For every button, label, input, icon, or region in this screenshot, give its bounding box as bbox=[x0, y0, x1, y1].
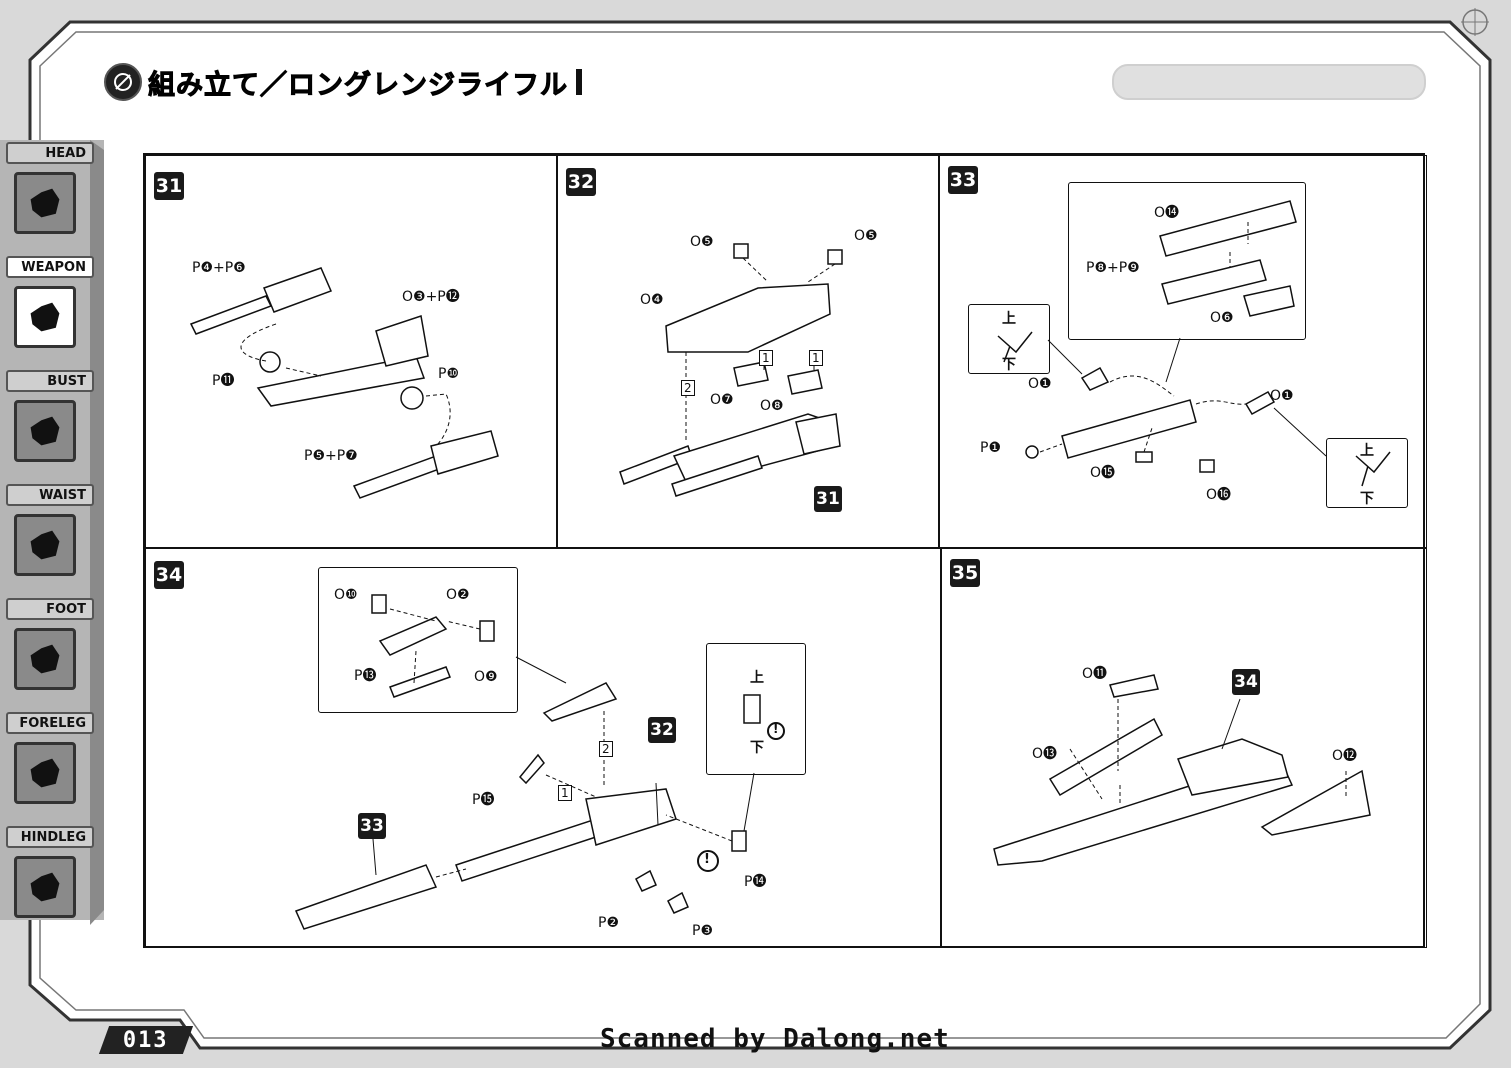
order-box: 1 bbox=[809, 350, 823, 366]
step-34-diagram bbox=[294, 594, 785, 930]
part-callout: P❽+P❾ bbox=[1086, 260, 1140, 276]
part-callout: P❶ bbox=[980, 440, 1001, 456]
sidebar-nav: HEAD WEAPON BUST WAIST FOOT FORELEG HIND… bbox=[6, 142, 102, 940]
section-tab-ghost bbox=[1112, 64, 1426, 100]
order-box: 1 bbox=[558, 785, 572, 801]
part-callout: O❺ bbox=[690, 234, 714, 250]
sidebar-item-foot[interactable]: FOOT bbox=[6, 598, 102, 712]
order-box: 2 bbox=[599, 741, 613, 757]
up-label: 上 bbox=[1360, 443, 1374, 459]
weapon-part-icon bbox=[14, 286, 76, 348]
hindleg-part-icon bbox=[14, 856, 76, 918]
title-bar-end bbox=[576, 69, 582, 95]
part-callout: O⓰ bbox=[1206, 487, 1232, 503]
step-32-diagram bbox=[619, 243, 843, 497]
part-callout: O⓬ bbox=[1332, 748, 1358, 764]
step-31-diagram bbox=[189, 267, 499, 499]
step-ref-badge: 32 bbox=[648, 717, 676, 743]
part-callout: O❺ bbox=[854, 228, 878, 244]
step-35-diagram bbox=[993, 674, 1371, 866]
step-number: 32 bbox=[566, 168, 596, 196]
part-callout: O❶ bbox=[1028, 376, 1052, 392]
step-31-panel: 31 P❹+P❻ O❸+P⓬ P⓫ P❿ P❺+P❼ bbox=[145, 155, 557, 548]
sidebar-item-weapon[interactable]: WEAPON bbox=[6, 256, 102, 370]
part-callout: O❶ bbox=[1270, 388, 1294, 404]
page-number-text: 013 bbox=[123, 1027, 169, 1053]
part-callout: O❼ bbox=[710, 392, 734, 408]
step-ref-badge: 33 bbox=[358, 813, 386, 839]
step-ref-badge: 31 bbox=[814, 486, 842, 512]
step-number: 33 bbox=[948, 166, 978, 194]
gear-icon bbox=[104, 63, 142, 101]
part-callout: P❿ bbox=[438, 366, 459, 382]
page-title: 組み立て／ロングレンジライフル bbox=[104, 63, 582, 101]
step-35-panel: 35 O⓫ O⓭ O⓬ 34 bbox=[941, 548, 1427, 948]
step-32-panel: 32 O❺ O❺ O❹ O❼ O bbox=[557, 155, 939, 548]
part-callout: P⓭ bbox=[354, 668, 377, 684]
sidebar-item-label: BUST bbox=[6, 370, 94, 392]
part-callout: P⓫ bbox=[212, 373, 235, 389]
part-callout: O⓭ bbox=[1032, 746, 1058, 762]
sidebar-item-hindleg[interactable]: HINDLEG bbox=[6, 826, 102, 940]
sidebar-item-label: FORELEG bbox=[6, 712, 94, 734]
order-box: 1 bbox=[759, 350, 773, 366]
sidebar-item-waist[interactable]: WAIST bbox=[6, 484, 102, 598]
orientation-inset bbox=[968, 304, 1050, 374]
foot-part-icon bbox=[14, 628, 76, 690]
page-number: 013 bbox=[98, 1026, 194, 1054]
part-callout: O❿ bbox=[334, 587, 358, 603]
step-33-panel: 33 bbox=[939, 155, 1427, 548]
part-callout: P❸ bbox=[692, 923, 713, 939]
sidebar-item-bust[interactable]: BUST bbox=[6, 370, 102, 484]
down-label: 下 bbox=[1002, 357, 1016, 373]
part-callout: P⓯ bbox=[472, 792, 495, 808]
foreleg-part-icon bbox=[14, 742, 76, 804]
down-label: 下 bbox=[750, 740, 764, 756]
orientation-inset bbox=[1326, 438, 1408, 508]
sidebar-item-head[interactable]: HEAD bbox=[6, 142, 102, 256]
part-callout: O❷ bbox=[446, 587, 470, 603]
bust-part-icon bbox=[14, 400, 76, 462]
sidebar-item-foreleg[interactable]: FORELEG bbox=[6, 712, 102, 826]
part-callout: O⓯ bbox=[1090, 465, 1116, 481]
part-callout: O❽ bbox=[760, 398, 784, 414]
part-callout: P❹+P❻ bbox=[192, 260, 246, 276]
sidebar-item-label: FOOT bbox=[6, 598, 94, 620]
part-callout: O❸+P⓬ bbox=[402, 289, 460, 305]
head-part-icon bbox=[14, 172, 76, 234]
caution-icon: ! bbox=[773, 722, 779, 736]
up-label: 上 bbox=[1002, 311, 1016, 327]
part-callout: O❻ bbox=[1210, 310, 1234, 326]
sidebar-item-label: WAIST bbox=[6, 484, 94, 506]
page-title-text: 組み立て／ロングレンジライフル bbox=[148, 69, 568, 101]
waist-part-icon bbox=[14, 514, 76, 576]
step-33-diagram bbox=[997, 200, 1391, 487]
step-ref-badge: 34 bbox=[1232, 669, 1260, 695]
part-callout: O❾ bbox=[474, 669, 498, 685]
part-callout: P❺+P❼ bbox=[304, 448, 358, 464]
sidebar-item-label: HINDLEG bbox=[6, 826, 94, 848]
up-label: 上 bbox=[750, 670, 764, 686]
step-number: 34 bbox=[154, 561, 184, 589]
order-box: 2 bbox=[681, 380, 695, 396]
part-callout: P❷ bbox=[598, 915, 619, 931]
scan-credit: Scanned by Dalong.net bbox=[600, 1024, 950, 1054]
caution-icon: ! bbox=[704, 852, 710, 867]
instruction-panels: 31 P❹+P❻ O❸+P⓬ P⓫ P❿ P❺+P❼ 32 bbox=[143, 153, 1427, 948]
sidebar-item-label: HEAD bbox=[6, 142, 94, 164]
step-34-panel: 34 bbox=[145, 548, 941, 948]
part-callout: P⓮ bbox=[744, 874, 767, 890]
step-number: 35 bbox=[950, 559, 980, 587]
part-callout: O⓫ bbox=[1082, 666, 1108, 682]
down-label: 下 bbox=[1360, 491, 1374, 507]
step-number: 31 bbox=[154, 172, 184, 200]
sidebar-item-label: WEAPON bbox=[6, 256, 94, 278]
part-callout: O⓮ bbox=[1154, 205, 1180, 221]
part-callout: O❹ bbox=[640, 292, 664, 308]
